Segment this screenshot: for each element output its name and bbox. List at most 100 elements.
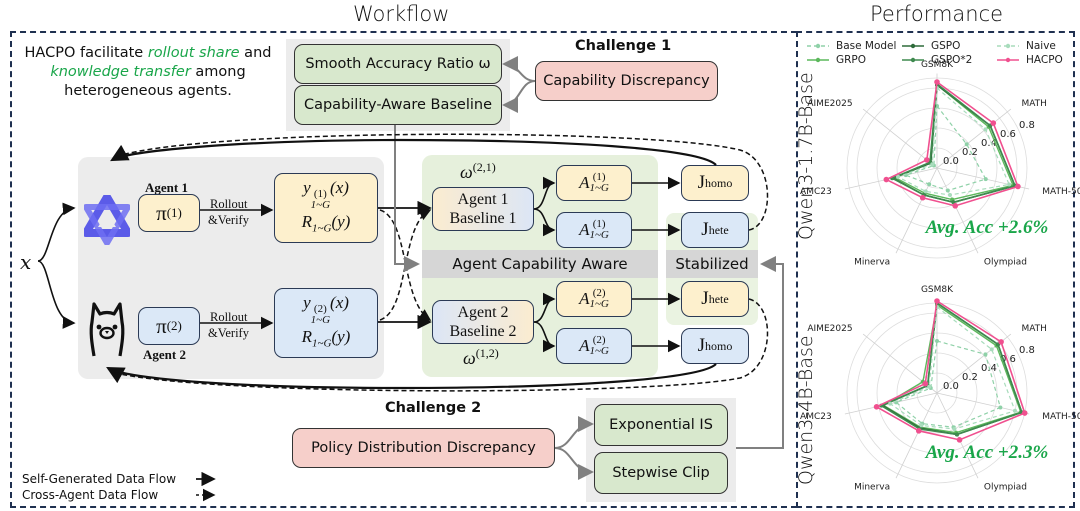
radar-point-hacpo — [919, 194, 926, 201]
workflow-panel — [10, 31, 797, 508]
challenge2-title: Challenge 2 — [385, 400, 482, 416]
radar-series-gspo-2 — [890, 82, 1017, 204]
capability-discrepancy-box: Capability Discrepancy — [535, 61, 718, 101]
omega-12: ω(1,2) — [463, 346, 499, 368]
radar-point-base-model — [983, 352, 988, 357]
radar-point-hacpo — [1021, 410, 1028, 416]
radar-axis-label-amc23: AMC23 — [800, 412, 832, 422]
radar-point-hacpo — [873, 403, 880, 410]
intro-part3: among — [190, 64, 246, 80]
intro-text: HACPO facilitate rollout share and knowl… — [14, 44, 282, 101]
agent1-policy-symbol: π — [156, 200, 167, 225]
radar-point-hacpo — [934, 298, 940, 304]
policy-distribution-discrepancy-box: Policy Distribution Discrepancy — [292, 428, 555, 468]
stepwise-clip-label: Stepwise Clip — [612, 465, 710, 481]
intro-part2: and — [239, 45, 272, 61]
radar-point-base-model — [998, 405, 1003, 410]
qwen-logo-icon — [84, 195, 130, 245]
radar-series-base-model — [894, 340, 1002, 428]
radar-series-naive — [896, 86, 1010, 196]
agent1-baseline-box: Agent 1 Baseline 1 — [432, 187, 534, 231]
radar-avg-acc-annotation: Avg. Acc +2.3% — [925, 442, 1049, 463]
challenge1-title: Challenge 1 — [575, 38, 672, 54]
legend-item-grpo: GRPO — [806, 54, 901, 66]
radar-axis-label-olympiad: Olympiad — [984, 258, 1027, 268]
radar-point-naive — [1007, 182, 1012, 187]
radar-series-grpo — [882, 303, 1022, 434]
radar-point-naive — [919, 423, 924, 428]
agent1-rollout-label: Rollout — [210, 197, 248, 211]
radar-point-base-model — [935, 339, 939, 343]
radar-tick-label: 0.8 — [1019, 345, 1035, 356]
radar-point-hacpo — [922, 380, 929, 387]
intro-highlight-knowledge-transfer: knowledge transfer — [50, 64, 191, 80]
agent2-policy-symbol: π — [156, 313, 167, 338]
radar-series-naive — [888, 305, 1016, 430]
radar-point-hacpo — [956, 437, 963, 443]
legend-item-gspo-2: GSPO*2 — [901, 54, 996, 66]
performance-title: Performance — [870, 2, 1004, 26]
agent-capability-aware-label: Agent Capability Aware — [452, 255, 628, 273]
legend-item-gspo: GSPO — [901, 40, 996, 52]
radar-point-base-model — [983, 177, 988, 182]
radar-charts: GSM8KMATHMATH-500OlympiadMinervaAMC23AIM… — [800, 60, 1080, 493]
agent1-policy-sup: (1) — [166, 205, 182, 220]
radar-point-naive — [948, 193, 953, 198]
radar-tick-label: 0.2 — [962, 372, 978, 383]
agent1-rollout-r: R1~G(y) — [301, 211, 351, 235]
radar-point-naive — [896, 174, 901, 179]
radar-axis-label-minerva: Minerva — [854, 258, 890, 268]
advantage-box-2: A(1)1~G — [556, 212, 632, 248]
stabilized-label: Stabilized — [675, 255, 749, 273]
radar-tick-label: 0.6 — [1000, 129, 1016, 140]
radar-axis-label-olympiad: Olympiad — [984, 483, 1027, 493]
agent2-action: Rollout &Verify — [208, 309, 249, 341]
radar-spoke — [936, 167, 979, 254]
radar-point-hacpo — [924, 157, 930, 163]
radar-point-hacpo — [952, 203, 959, 209]
smooth-accuracy-ratio-box: Smooth Accuracy Ratio ω — [294, 44, 502, 84]
agent2-rollout-box: y(2)1~G(x) R1~G(y) — [274, 288, 378, 358]
legend-solid-item: Self-Generated Data Flow — [22, 472, 177, 486]
capability-aware-baseline-label: Capability-Aware Baseline — [303, 97, 493, 113]
radar-point-hacpo — [990, 120, 997, 126]
agent2-policy-sup: (2) — [166, 318, 182, 333]
agent-capability-aware-band: Agent Capability Aware — [422, 250, 658, 278]
radar-axis-label-gsm8k: GSM8K — [921, 285, 954, 295]
radar-point-hacpo — [998, 339, 1004, 345]
radar-series-hacpo — [874, 299, 1026, 441]
radar-tick-label: 0.0 — [943, 156, 959, 167]
radar-avg-acc-annotation: Avg. Acc +2.6% — [925, 217, 1049, 238]
agent1-action: Rollout &Verify — [208, 196, 249, 228]
intro-part1: HACPO facilitate — [24, 45, 148, 61]
intro-highlight-rollout-share: rollout share — [147, 45, 240, 61]
radar-axis-label-gsm8k: GSM8K — [921, 60, 954, 70]
agent1-rollout-y: y(1)1~G(x) — [303, 177, 349, 211]
radar-tick-label: 0.8 — [1019, 120, 1035, 131]
radar-point-naive — [952, 427, 957, 432]
legend-item-base-model: Base Model — [806, 40, 901, 52]
agent2-rollout-y: y(2)1~G(x) — [303, 292, 349, 326]
performance-panel — [796, 31, 1075, 508]
radar-point-hacpo — [1015, 183, 1021, 190]
radar-axis-label-amc23: AMC23 — [800, 187, 832, 197]
radar-spoke — [936, 108, 1012, 169]
radar-axis-label-math: MATH — [1021, 99, 1046, 109]
radar-point-naive — [923, 189, 928, 194]
agent1-rollout-box: y(1)1~G(x) R1~G(y) — [274, 173, 378, 243]
llama-logo-icon — [89, 302, 125, 357]
radar-axis-label-minerva: Minerva — [854, 483, 890, 493]
capability-discrepancy-label: Capability Discrepancy — [543, 73, 710, 89]
radar-tick-label: 0.6 — [1000, 354, 1016, 365]
intro-line3: heterogeneous agents. — [64, 83, 232, 99]
stabilized-band: Stabilized — [666, 250, 758, 278]
advantage-box-1: A(1)1~G — [556, 165, 632, 201]
agent1-policy-box: π(1) — [138, 194, 200, 232]
radar-point-naive — [1012, 408, 1017, 413]
radar-tick-label: 0.4 — [981, 138, 997, 149]
smooth-accuracy-ratio-label: Smooth Accuracy Ratio ω — [305, 56, 491, 72]
advantage-box-3: A(2)1~G — [556, 281, 632, 317]
